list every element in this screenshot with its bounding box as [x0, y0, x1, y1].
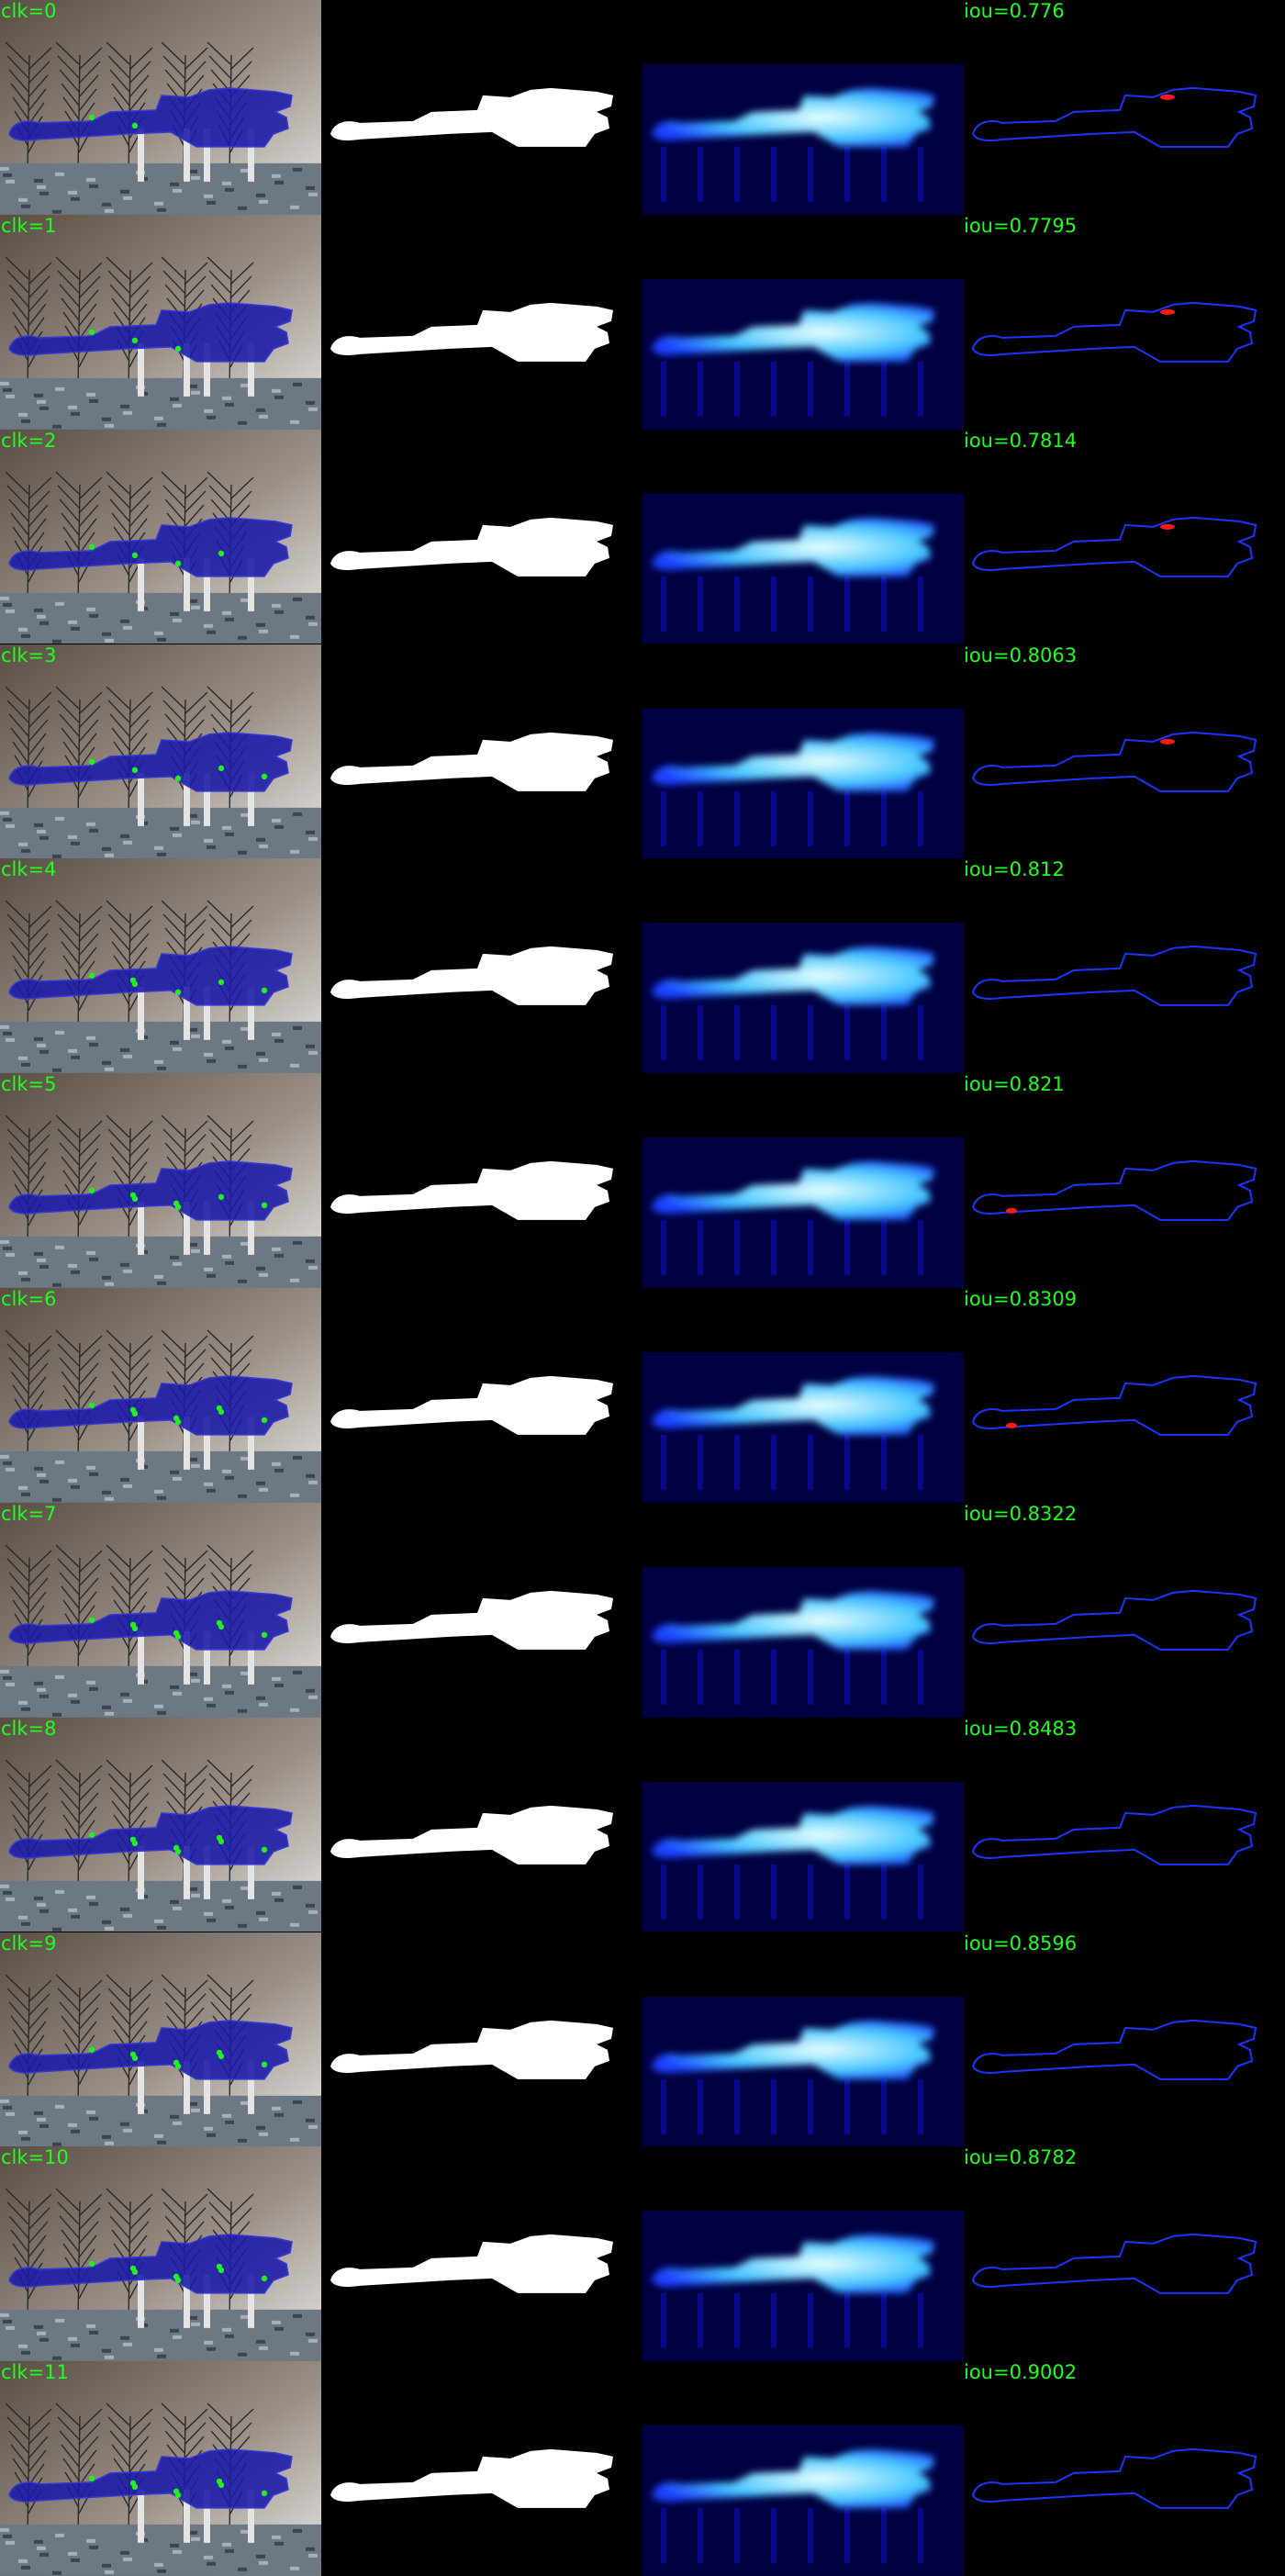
predicted-mask-panel: [321, 858, 642, 1073]
iteration-row: clk=5 iou=0.821: [0, 1073, 1285, 1288]
click-count-label: clk=1: [1, 214, 57, 237]
predicted-mask-panel: [321, 1073, 642, 1288]
error-map-panel: [964, 0, 1285, 215]
click-count-label: clk=6: [1, 1288, 57, 1310]
click-count-label: clk=9: [1, 1932, 57, 1954]
iou-label: iou=0.8596: [964, 1932, 1078, 1954]
iteration-row: clk=11 iou=0.9002: [0, 2361, 1285, 2576]
click-count-label: clk=3: [1, 644, 57, 666]
iou-label: iou=0.8782: [964, 2146, 1078, 2169]
predicted-mask-panel: [321, 215, 642, 430]
image-with-overlay-panel: [0, 1932, 321, 2147]
iou-label: iou=0.776: [964, 0, 1065, 22]
error-map-panel: [964, 430, 1285, 644]
iou-label: iou=0.812: [964, 858, 1065, 881]
image-with-overlay-panel: [0, 644, 321, 859]
click-count-label: clk=5: [1, 1073, 57, 1096]
error-map-panel: [964, 2361, 1285, 2576]
iteration-row: clk=4 iou=0.812: [0, 858, 1285, 1074]
predicted-mask-panel: [321, 2361, 642, 2576]
error-map-panel: [964, 858, 1285, 1073]
iteration-row: clk=2 iou=0.7814: [0, 429, 1285, 644]
image-with-overlay-panel: [0, 429, 321, 644]
error-map-panel: [964, 215, 1285, 430]
click-count-label: clk=2: [1, 429, 57, 452]
error-map-panel: [964, 1932, 1285, 2147]
error-map-panel: [964, 1718, 1285, 1932]
probability-heatmap-panel: [642, 1932, 964, 2147]
iteration-row: clk=8 iou=0.8483: [0, 1717, 1285, 1932]
predicted-mask-panel: [321, 1503, 642, 1718]
error-map-panel: [964, 1073, 1285, 1288]
probability-heatmap-panel: [642, 2146, 964, 2362]
iteration-row: clk=9 iou=0.8596: [0, 1932, 1285, 2147]
probability-heatmap-panel: [642, 215, 964, 430]
image-with-overlay-panel: [0, 2361, 321, 2576]
click-count-label: clk=11: [1, 2361, 69, 2384]
error-map-panel: [964, 1288, 1285, 1503]
iou-label: iou=0.8309: [964, 1288, 1078, 1310]
image-with-overlay-panel: [0, 1288, 321, 1503]
image-with-overlay-panel: [0, 214, 321, 430]
click-count-label: clk=10: [1, 2146, 69, 2169]
probability-heatmap-panel: [642, 2361, 964, 2576]
probability-heatmap-panel: [642, 1073, 964, 1288]
probability-heatmap-panel: [642, 1288, 964, 1503]
image-with-overlay-panel: [0, 1717, 321, 1932]
predicted-mask-panel: [321, 1718, 642, 1932]
predicted-mask-panel: [321, 430, 642, 644]
error-map-panel: [964, 644, 1285, 859]
iou-label: iou=0.8322: [964, 1502, 1078, 1525]
iou-label: iou=0.9002: [964, 2361, 1078, 2384]
iou-label: iou=0.7814: [964, 429, 1078, 452]
probability-heatmap-panel: [642, 430, 964, 644]
probability-heatmap-panel: [642, 858, 964, 1074]
click-count-label: clk=0: [1, 0, 57, 22]
iou-label: iou=0.8063: [964, 644, 1078, 666]
predicted-mask-panel: [321, 1932, 642, 2147]
click-count-label: clk=7: [1, 1502, 57, 1525]
iteration-row: clk=3 iou=0.8063: [0, 644, 1285, 859]
image-with-overlay-panel: [0, 0, 321, 215]
probability-heatmap-panel: [642, 1503, 964, 1718]
image-with-overlay-panel: [0, 1502, 321, 1718]
iteration-row: clk=1 iou=0.7795: [0, 214, 1285, 430]
predicted-mask-panel: [321, 2146, 642, 2361]
predicted-mask-panel: [321, 0, 642, 215]
iou-label: iou=0.8483: [964, 1717, 1078, 1740]
probability-heatmap-panel: [642, 644, 964, 859]
iou-label: iou=0.7795: [964, 214, 1078, 237]
iou-label: iou=0.821: [964, 1073, 1065, 1096]
iteration-row: clk=0 iou=0.776: [0, 0, 1285, 215]
probability-heatmap-panel: [642, 1718, 964, 1932]
iteration-row: clk=6 iou=0.8309: [0, 1288, 1285, 1503]
probability-heatmap-panel: [642, 0, 964, 215]
image-with-overlay-panel: [0, 1073, 321, 1288]
click-count-label: clk=8: [1, 1717, 57, 1740]
predicted-mask-panel: [321, 644, 642, 859]
error-map-panel: [964, 1503, 1285, 1718]
predicted-mask-panel: [321, 1288, 642, 1503]
image-with-overlay-panel: [0, 2146, 321, 2362]
error-map-panel: [964, 2146, 1285, 2361]
click-count-label: clk=4: [1, 858, 57, 881]
image-with-overlay-panel: [0, 858, 321, 1074]
iteration-row: clk=10 iou=0.8782: [0, 2146, 1285, 2362]
iteration-row: clk=7 iou=0.8322: [0, 1502, 1285, 1718]
